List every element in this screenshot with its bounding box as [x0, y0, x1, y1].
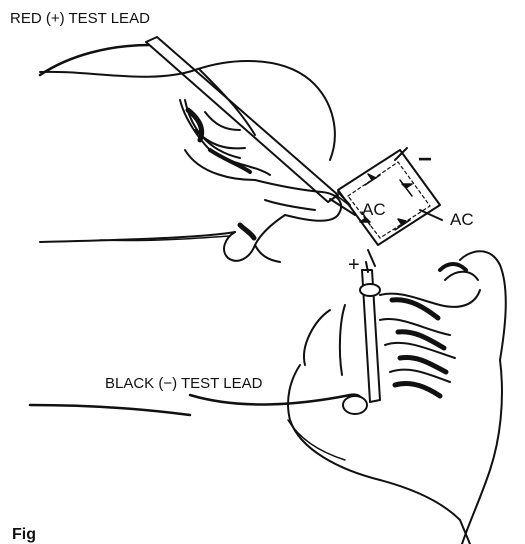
red-test-lead-label: RED (+) TEST LEAD: [10, 10, 150, 27]
negative-terminal-label: −: [418, 146, 432, 174]
positive-terminal-label: +: [348, 254, 360, 277]
figure-caption-fragment: Fig: [12, 526, 36, 544]
black-test-lead-label: BLACK (−) TEST LEAD: [105, 375, 262, 392]
black-probe: [360, 262, 380, 402]
red-probe: [146, 37, 358, 215]
black-lead-wire: [190, 395, 362, 405]
ac-terminal-label-right: AC: [450, 210, 474, 230]
red-lead-wire: [40, 45, 150, 75]
ac-terminal-label-left: AC: [362, 200, 386, 220]
lower-hand: [288, 251, 506, 544]
